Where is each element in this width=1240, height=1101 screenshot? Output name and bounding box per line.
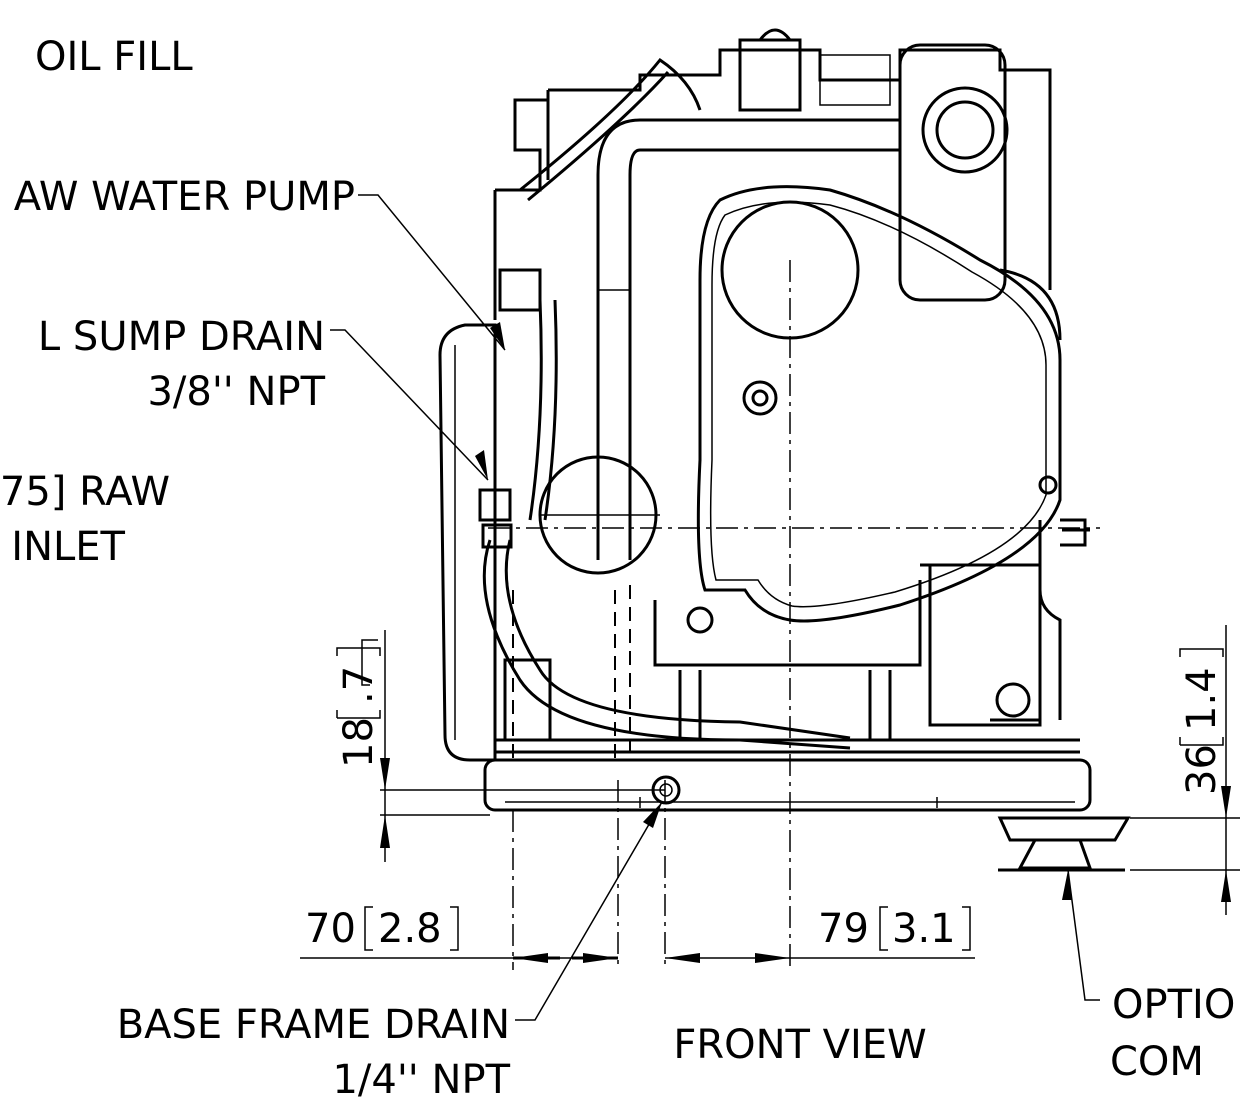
center-lines	[488, 260, 1100, 970]
leader-lines	[330, 194, 1100, 1021]
raw-inlet-label-2: INLET	[11, 524, 125, 570]
dim-70-mm: 70	[305, 906, 356, 952]
raw-inlet-label: 75] RAW	[0, 469, 170, 515]
raw-water-pump-label: AW WATER PUMP	[14, 174, 355, 220]
oil-fill-label: OIL FILL	[35, 34, 193, 80]
view-title: FRONT VIEW	[673, 1022, 926, 1068]
dim-70-in: 2.8	[378, 906, 442, 952]
dim-18-in: .7	[336, 666, 382, 704]
engine-outline	[438, 28, 1090, 762]
dimension-lines	[300, 625, 1240, 963]
optional-label: OPTIO	[1112, 982, 1235, 1028]
optional-label-2: COM	[1110, 1039, 1204, 1085]
oil-sump-drain-label: L SUMP DRAIN	[38, 314, 325, 360]
base-frame	[483, 738, 1092, 812]
optional-foot-icon	[997, 816, 1131, 872]
dim-79-in: 3.1	[892, 906, 956, 952]
base-frame-drain-label: BASE FRAME DRAIN	[117, 1002, 510, 1048]
oil-sump-drain-size-label: 3/8'' NPT	[147, 369, 325, 415]
base-frame-drain-size-label: 1/4'' NPT	[332, 1057, 510, 1101]
dim-36-in: 1.4	[1179, 667, 1225, 731]
dim-79-mm: 79	[818, 906, 869, 952]
dim-36-mm: 36	[1179, 744, 1225, 795]
dim-18-mm: 18	[336, 717, 382, 768]
